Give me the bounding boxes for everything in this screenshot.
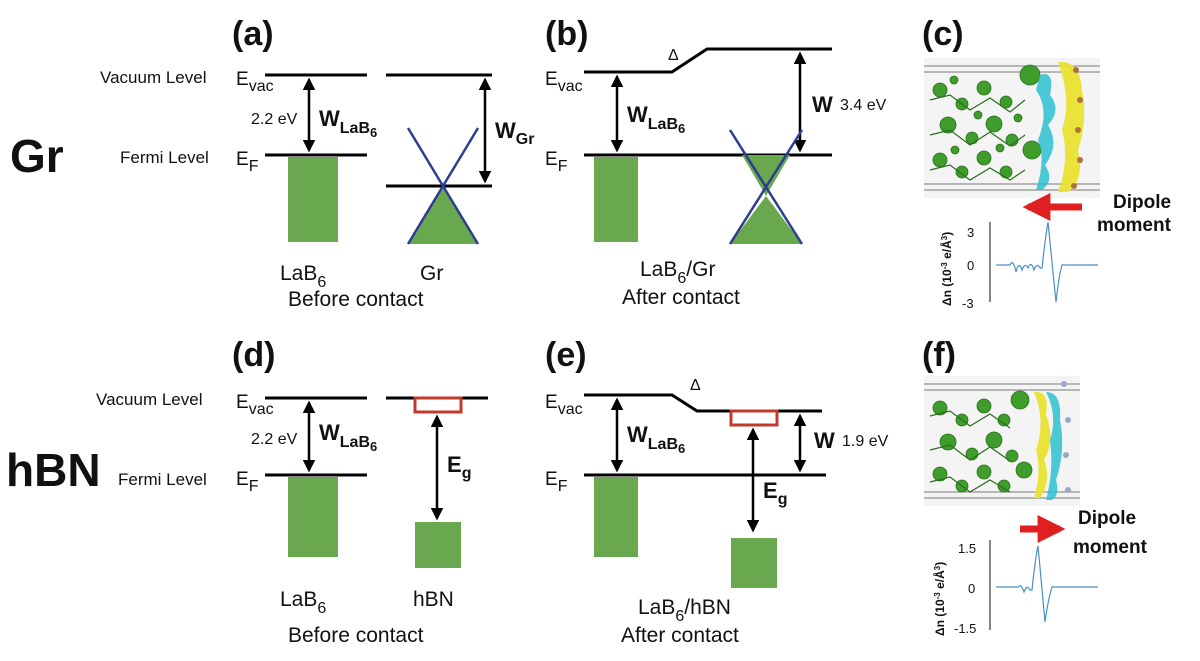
row-label-hbn: hBN (6, 444, 101, 496)
lab6-band-block (594, 477, 638, 557)
material-lab6: LaB6 (280, 262, 326, 291)
tick-neg3: -3 (962, 296, 974, 311)
hbn-gap-box (729, 409, 779, 427)
delta-label: Δ (668, 47, 679, 64)
material-lab6-hbn: LaB6/hBN (638, 596, 731, 625)
atomic-structure-image (924, 376, 1080, 506)
panel-a: (a) Vacuum Level Evac 2.2 eV WLaB6 Fermi… (100, 15, 534, 311)
atomic-structure-image (924, 58, 1100, 198)
fermi-level-label: Fermi Level (118, 470, 207, 489)
hbn-valence-block (415, 522, 461, 568)
panel-label-f: (f) (922, 336, 956, 374)
gr-cone-line-2 (728, 129, 804, 245)
material-gr: Gr (420, 262, 443, 285)
gr-cone-line-2 (406, 127, 480, 245)
row-label-gr: Gr (10, 130, 64, 182)
panel-label-a: (a) (232, 15, 274, 53)
gr-cone-fill (408, 186, 478, 244)
w-lab6-label: WLaB6 (627, 102, 685, 136)
hbn-valence-block (731, 538, 777, 588)
eg-label: Eg (763, 478, 787, 508)
material-hbn: hBN (413, 588, 454, 611)
y-axis-label: Δn (10-3 e/Å3) (932, 562, 947, 636)
material-lab6-gr: LaB6/Gr (640, 258, 715, 287)
tick-3: 3 (967, 225, 974, 240)
delta-label: Δ (690, 377, 701, 394)
tick-1-5: 1.5 (958, 541, 976, 556)
panel-f: (f) Dipole moment Δn ( (922, 336, 1148, 636)
e-f-label: EF (545, 149, 568, 175)
panel-label-e: (e) (545, 336, 587, 374)
moment-label: moment (1073, 537, 1148, 558)
charge-density-curve (996, 545, 1098, 623)
gr-cone-upper-fill (742, 155, 790, 196)
e-vac-label: Evac (545, 392, 583, 418)
lab6-band-block (594, 157, 638, 242)
fermi-level-label: Fermi Level (120, 148, 209, 167)
caption-e: After contact (621, 624, 739, 647)
panel-e: (e) Δ Evac WLaB6 W 1.9 eV EF Eg LaB6/hBN… (545, 336, 889, 647)
w-lab6-label: WLaB6 (319, 420, 377, 454)
panel-label-b: (b) (545, 15, 588, 53)
panel-b: (b) Δ Evac WLaB6 W 3.4 eV EF LaB6/Gr Aft… (545, 15, 887, 309)
moment-label: moment (1097, 215, 1172, 236)
w-lab6-label: WLaB6 (627, 422, 685, 456)
y-axis-label: Δn (10-3 e/Å3) (939, 232, 954, 306)
vacuum-level-label: Vacuum Level (96, 390, 202, 409)
lab6-band-block (288, 477, 338, 557)
dipole-label: Dipole (1113, 192, 1171, 213)
e-vac-label: Evac (236, 392, 274, 418)
panel-c: (c) Dipole moment (922, 15, 1172, 311)
gap-value: 2.2 eV (251, 111, 298, 128)
e-f-label: EF (236, 469, 259, 495)
w-right-label: W (812, 92, 833, 117)
panel-d: (d) Vacuum Level Evac 2.2 eV WLaB6 Fermi… (96, 336, 488, 647)
tick-0: 0 (968, 581, 975, 596)
w-gr-label: WGr (495, 118, 534, 148)
hbn-gap-box (413, 396, 463, 414)
w-right-label: W (814, 428, 835, 453)
caption-b: After contact (622, 286, 740, 309)
vacuum-line-shifted (584, 393, 822, 413)
caption-d: Before contact (288, 624, 424, 647)
w-right-value: 1.9 eV (842, 433, 889, 450)
panel-label-c: (c) (922, 15, 964, 53)
panel-label-d: (d) (232, 336, 275, 374)
e-vac-label: Evac (545, 69, 583, 95)
vacuum-line-shifted (584, 47, 832, 74)
gap-value: 2.2 eV (251, 431, 298, 448)
eg-label: Eg (447, 452, 471, 482)
dipole-label: Dipole (1078, 508, 1136, 529)
material-lab6: LaB6 (280, 588, 326, 617)
tick-neg1-5: -1.5 (954, 621, 976, 636)
gr-cone-lower-fill (730, 196, 802, 244)
tick-0: 0 (967, 258, 974, 273)
e-f-label: EF (545, 469, 568, 495)
w-lab6-label: WLaB6 (319, 106, 377, 140)
e-vac-label: Evac (236, 69, 274, 95)
w-right-value: 3.4 eV (840, 97, 887, 114)
charge-density-curve (996, 221, 1098, 303)
e-f-label: EF (236, 149, 259, 175)
lab6-band-block (288, 157, 338, 242)
caption-a: Before contact (288, 288, 424, 311)
vacuum-level-label: Vacuum Level (100, 68, 206, 87)
